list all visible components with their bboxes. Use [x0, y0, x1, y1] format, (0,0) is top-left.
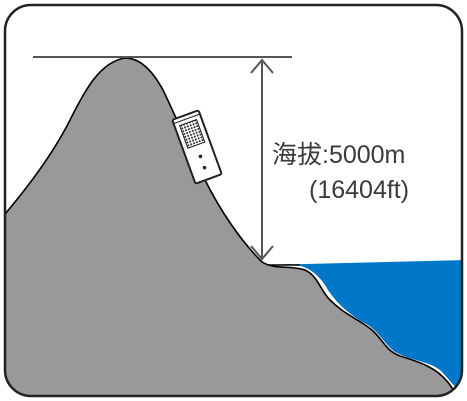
altitude-device-icon [171, 109, 223, 185]
altitude-label: 海拔:5000m [272, 141, 405, 169]
frame-border [3, 3, 464, 398]
mountain [5, 57, 461, 396]
water [265, 260, 462, 396]
scene [5, 57, 462, 396]
arrowhead-top [250, 58, 274, 74]
altitude-label-imperial: (16404ft) [309, 176, 409, 204]
arrowhead-bottom [250, 245, 274, 261]
